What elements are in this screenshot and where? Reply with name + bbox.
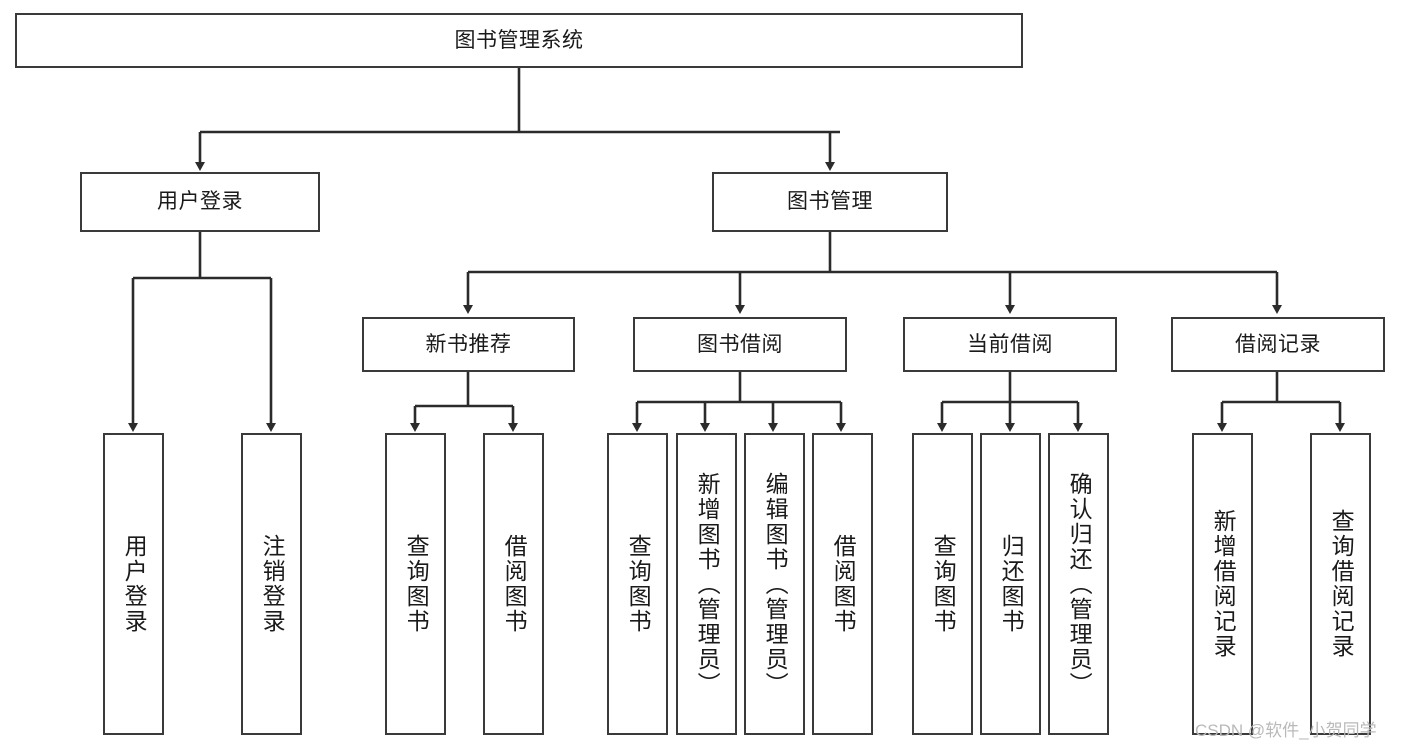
node-book-borrow[interactable]: 图书借阅 — [633, 317, 847, 372]
node-root[interactable]: 图书管理系统 — [15, 13, 1023, 68]
node-current-borrow-label: 当前借阅 — [967, 332, 1053, 356]
leaf-user-login[interactable]: 用户登录 — [103, 433, 164, 735]
leaf-logout-login-label: 注销登录 — [259, 534, 286, 634]
leaf-return-book-label: 归还图书 — [998, 534, 1025, 634]
node-new-book-recommend[interactable]: 新书推荐 — [362, 317, 575, 372]
leaf-user-login-label: 用户登录 — [121, 534, 148, 634]
leaf-borrow-book-1-label: 借阅图书 — [501, 534, 528, 634]
node-book-management[interactable]: 图书管理 — [712, 172, 948, 232]
leaf-logout-login[interactable]: 注销登录 — [241, 433, 302, 735]
leaf-add-book[interactable]: 新增图书（管理员） — [676, 433, 737, 735]
csdn-watermark: CSDN @软件_小贺同学 — [1195, 721, 1377, 740]
node-root-label: 图书管理系统 — [454, 28, 584, 52]
leaf-borrow-book-2[interactable]: 借阅图书 — [812, 433, 873, 735]
leaf-edit-book-label: 编辑图书（管理员） — [762, 471, 789, 697]
leaf-query-book-1-label: 查询图书 — [403, 534, 430, 634]
node-user-login-label: 用户登录 — [157, 190, 243, 214]
node-current-borrow[interactable]: 当前借阅 — [903, 317, 1117, 372]
leaf-confirm-return[interactable]: 确认归还（管理员） — [1048, 433, 1109, 735]
node-borrow-record[interactable]: 借阅记录 — [1171, 317, 1385, 372]
leaf-query-book-3[interactable]: 查询图书 — [912, 433, 973, 735]
leaf-query-book-2[interactable]: 查询图书 — [607, 433, 668, 735]
leaf-edit-book[interactable]: 编辑图书（管理员） — [744, 433, 805, 735]
node-book-borrow-label: 图书借阅 — [697, 332, 783, 356]
leaf-query-record[interactable]: 查询借阅记录 — [1310, 433, 1371, 735]
leaf-borrow-book-1[interactable]: 借阅图书 — [483, 433, 544, 735]
leaf-return-book[interactable]: 归还图书 — [980, 433, 1041, 735]
leaf-query-book-1[interactable]: 查询图书 — [385, 433, 446, 735]
leaf-add-book-label: 新增图书（管理员） — [694, 471, 721, 697]
leaf-query-book-2-label: 查询图书 — [625, 534, 652, 634]
leaf-borrow-book-2-label: 借阅图书 — [830, 534, 857, 634]
node-borrow-record-label: 借阅记录 — [1235, 332, 1321, 356]
node-book-management-label: 图书管理 — [787, 190, 873, 214]
leaf-query-record-label: 查询借阅记录 — [1328, 509, 1355, 659]
leaf-query-book-3-label: 查询图书 — [930, 534, 957, 634]
node-user-login[interactable]: 用户登录 — [80, 172, 320, 232]
leaf-add-record-label: 新增借阅记录 — [1210, 509, 1237, 659]
leaf-add-record[interactable]: 新增借阅记录 — [1192, 433, 1253, 735]
leaf-confirm-return-label: 确认归还（管理员） — [1066, 471, 1093, 697]
node-new-book-recommend-label: 新书推荐 — [425, 332, 512, 356]
